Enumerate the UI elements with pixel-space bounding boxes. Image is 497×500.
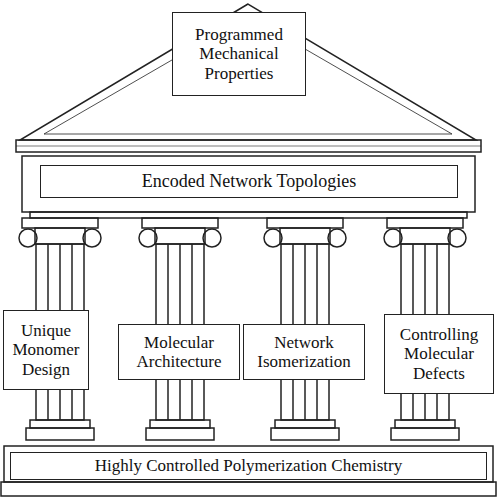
cornice bbox=[16, 140, 481, 152]
box-label: Programmed Mechanical Properties bbox=[177, 25, 301, 82]
text-box: Controlling Molecular Defects bbox=[384, 314, 494, 394]
text-box: Unique Monomer Design bbox=[3, 310, 89, 390]
text-box: Encoded Network Topologies bbox=[40, 165, 458, 198]
box-label: Network Isomerization bbox=[248, 333, 360, 371]
architrave bbox=[30, 212, 467, 218]
box-label: Unique Monomer Design bbox=[8, 321, 84, 378]
entablature bbox=[22, 156, 475, 212]
pediment bbox=[20, 4, 476, 140]
text-box: Programmed Mechanical Properties bbox=[172, 12, 306, 96]
step bbox=[1, 482, 496, 496]
text-box: Network Isomerization bbox=[243, 324, 365, 380]
text-box: Molecular Architecture bbox=[118, 324, 240, 380]
text-box: Highly Controlled Polymerization Chemist… bbox=[10, 452, 487, 480]
box-label: Highly Controlled Polymerization Chemist… bbox=[95, 456, 402, 475]
stylobate bbox=[4, 446, 493, 482]
pediment-inner bbox=[44, 16, 452, 134]
box-label: Encoded Network Topologies bbox=[142, 171, 356, 191]
box-label: Molecular Architecture bbox=[123, 333, 235, 371]
cornice-hatch bbox=[16, 146, 481, 147]
box-label: Controlling Molecular Defects bbox=[389, 325, 489, 382]
